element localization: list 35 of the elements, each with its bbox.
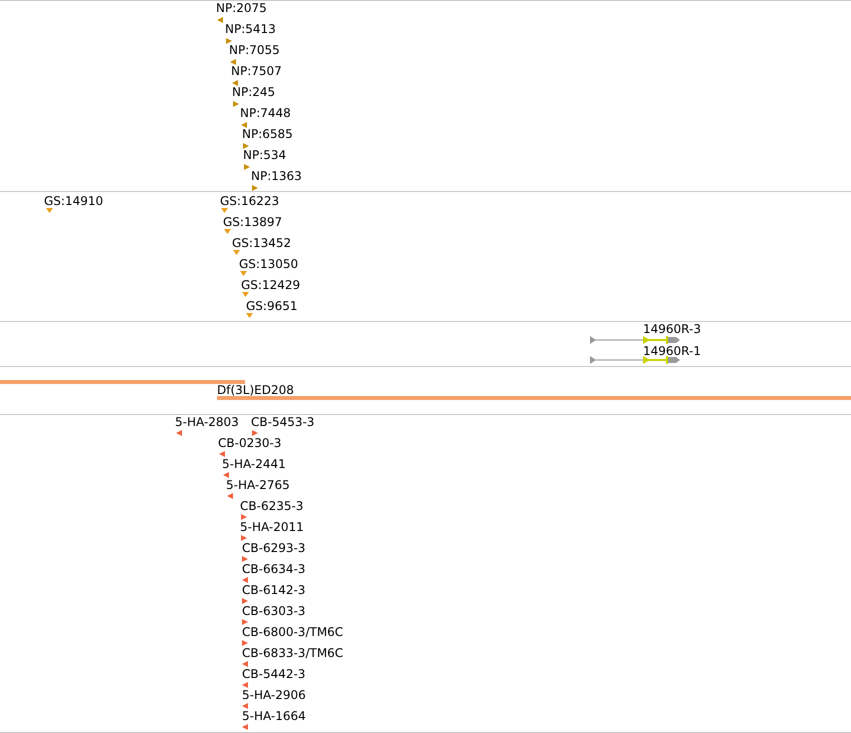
feature-label: GS:9651 — [246, 299, 298, 313]
feature-label: CB-6293-3 — [242, 541, 306, 555]
feature-label: NP:5413 — [225, 22, 276, 36]
feature-label: NP:7055 — [229, 43, 280, 57]
feature-label: 5-HA-2765 — [226, 478, 290, 492]
feature-label: GS:14910 — [44, 194, 104, 208]
feature-label: NP:7448 — [240, 106, 291, 120]
feature-label: 5-HA-2906 — [242, 688, 306, 702]
feature-label: GS:13897 — [223, 215, 282, 229]
feature-label: 14960R-1 — [643, 344, 701, 358]
feature-label: NP:2075 — [216, 1, 267, 15]
feature-label: NP:7507 — [231, 64, 282, 78]
feature-label: CB-6303-3 — [242, 604, 306, 618]
feature-label: CB-0230-3 — [218, 436, 282, 450]
feature-label: Df(3L)ED208 — [217, 383, 294, 397]
feature-label: 5-HA-2803 — [175, 415, 239, 429]
feature-label: CB-5442-3 — [242, 667, 306, 681]
feature-label: GS:13452 — [232, 236, 292, 250]
feature-label: CB-6142-3 — [242, 583, 306, 597]
feature-label: 14960R-3 — [643, 322, 701, 336]
feature-label: CB-6800-3/TM6C — [242, 625, 344, 639]
feature-label: GS:12429 — [241, 278, 300, 292]
feature-label: NP:534 — [243, 148, 286, 162]
feature-label: NP:245 — [232, 85, 276, 99]
feature-label: CB-5453-3 — [251, 415, 314, 429]
feature-label: NP:1363 — [251, 169, 302, 183]
feature-label: GS:16223 — [220, 194, 280, 208]
feature-label: CB-6634-3 — [242, 562, 306, 576]
feature-label: CB-6235-3 — [240, 499, 304, 513]
feature-label: NP:6585 — [242, 127, 293, 141]
feature-label: 5-HA-2441 — [222, 457, 286, 471]
feature-label: 5-HA-1664 — [242, 709, 306, 723]
feature-label: 5-HA-2011 — [240, 520, 304, 534]
feature-label: GS:13050 — [239, 257, 298, 271]
feature-label: CB-6833-3/TM6C — [242, 646, 344, 660]
